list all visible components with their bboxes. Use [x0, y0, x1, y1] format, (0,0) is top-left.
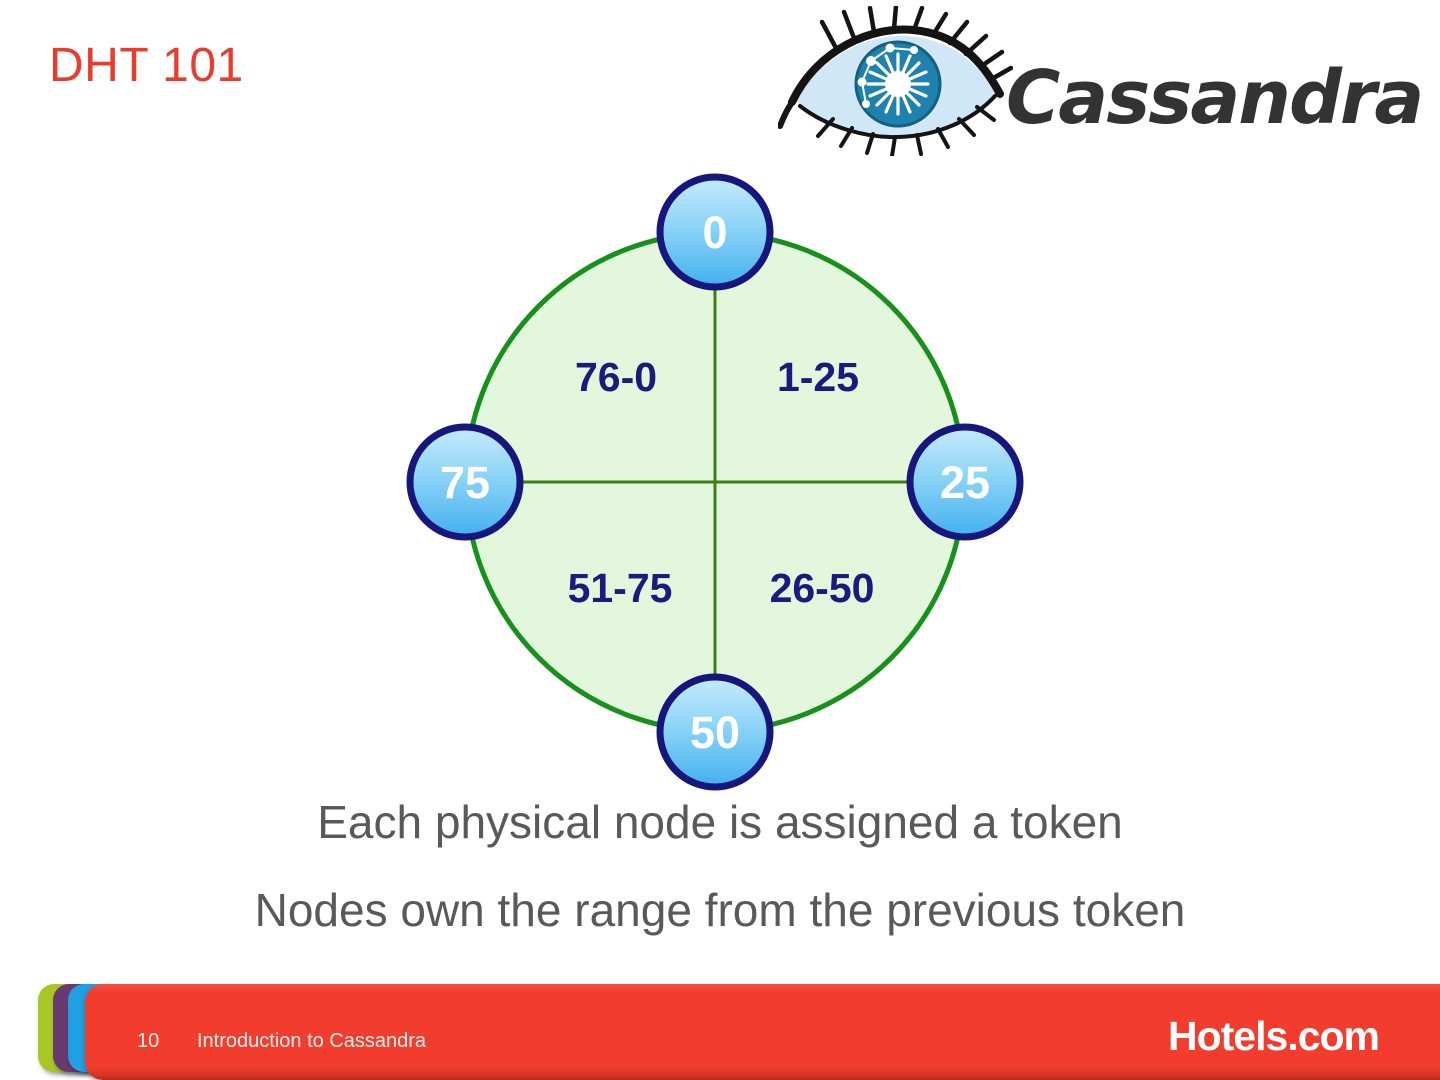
footer-bar — [85, 984, 1440, 1080]
token-node-0: 0 — [656, 173, 774, 291]
token-node-50: 50 — [656, 673, 774, 791]
slide-title: DHT 101 — [49, 39, 244, 92]
caption-line-1: Each physical node is assigned a token — [317, 796, 1123, 848]
token-node-75-label: 75 — [440, 457, 490, 508]
token-node-25-label: 25 — [940, 457, 990, 508]
hotels-com-logo: Hotels.com — [1168, 1013, 1380, 1059]
token-ring-diagram: 76-0 1-25 51-75 26-50 0 25 50 75 — [406, 173, 1024, 791]
token-node-75: 75 — [406, 423, 524, 541]
cassandra-logo: Cassandra — [778, 6, 1424, 156]
range-label-top-right: 1-25 — [777, 354, 859, 400]
range-label-bottom-left: 51-75 — [568, 565, 673, 611]
footer-slide-label: Introduction to Cassandra — [197, 1030, 427, 1052]
cassandra-wordmark: Cassandra — [1006, 55, 1424, 141]
cassandra-eye-icon — [778, 6, 1013, 156]
token-node-50-label: 50 — [690, 707, 740, 758]
token-node-0-label: 0 — [702, 207, 727, 258]
range-label-top-left: 76-0 — [575, 354, 657, 400]
token-node-25: 25 — [906, 423, 1024, 541]
caption-line-2: Nodes own the range from the previous to… — [254, 884, 1186, 936]
footer-page-number: 10 — [137, 1030, 160, 1052]
range-label-bottom-right: 26-50 — [770, 565, 875, 611]
